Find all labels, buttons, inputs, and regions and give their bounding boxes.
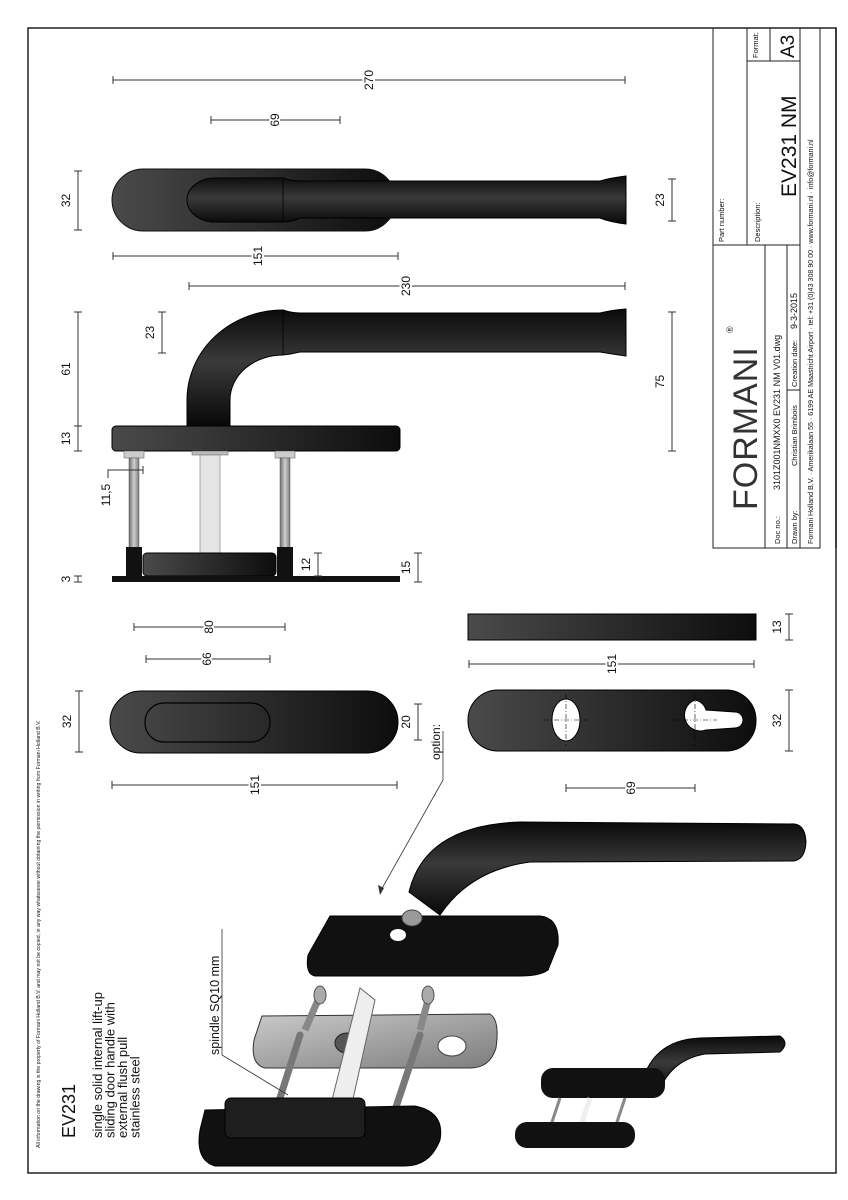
dimension-label: 32	[59, 194, 73, 208]
dimension-label: 151	[248, 775, 262, 795]
dimension-label: 66	[200, 652, 214, 666]
formani-logo: FORMANI	[727, 346, 765, 510]
description-label: Description:	[753, 202, 762, 242]
dimension-label: 23	[143, 326, 157, 340]
product-code: EV231	[59, 1084, 79, 1138]
company-footer: Formani Holland B.V. · Amerikalaan 55 · …	[807, 139, 815, 544]
description-value: EV231 NM	[778, 95, 801, 197]
format-value: A3	[778, 35, 799, 58]
dimension-leader	[107, 469, 124, 478]
product-description-line: sliding door handle with	[103, 1002, 118, 1138]
format-label: Format:	[751, 32, 760, 58]
product-description-line: single solid internal lift-up	[90, 992, 105, 1138]
part-number-label: Part number:	[717, 199, 726, 242]
creation-date-value: 9-3-2015	[789, 293, 799, 329]
dimension-label: 75	[653, 375, 667, 389]
creation-date-label: Creation date:	[790, 340, 799, 387]
option-label: option:	[429, 724, 443, 760]
dimension-label: 151	[605, 654, 619, 674]
drawn-by-value: Christian Brimbois	[790, 405, 799, 466]
dimension-label: 230	[399, 276, 413, 296]
exploded-3d-view	[198, 821, 807, 1167]
disclaimer-text: All information on the drawing is the pr…	[36, 720, 42, 1148]
dimension-label: 11,5	[99, 483, 113, 506]
sheet-border	[27, 27, 837, 1174]
doc-no-value: 3101Z001NMXX0 EV231 NM V01.dwg	[772, 335, 782, 490]
title-block	[712, 27, 837, 549]
arrow-icon	[378, 885, 384, 895]
dimension-label: 69	[268, 113, 282, 127]
dimension-label: 32	[60, 715, 74, 729]
dimension-label: 80	[202, 620, 216, 634]
spindle-leader	[221, 929, 289, 1096]
dimension-label: 270	[362, 70, 376, 90]
handle-side-view	[111, 308, 627, 582]
product-description-line: stainless steel	[128, 1056, 143, 1138]
dimension-label: 20	[399, 715, 413, 729]
doc-no-label: Doc no.:	[773, 516, 782, 544]
handle-top-view	[111, 168, 627, 232]
spindle-label: spindle SQ10 mm	[208, 956, 222, 1055]
flush-pull-front-view	[109, 690, 399, 754]
dimension-label: 23	[653, 193, 667, 207]
registered-mark: ®	[725, 326, 735, 333]
dimension-annotations: 270 69 151 230 80 66 151 151 69 32 23 23 61 13 75 3 12 15…	[57, 68, 793, 797]
product-description-line: external flush pull	[115, 1037, 130, 1138]
dimension-label: 69	[624, 781, 638, 795]
dimension-label: 12	[299, 558, 313, 572]
dimension-label: 13	[59, 432, 73, 446]
rose-back-view	[467, 689, 757, 752]
dimension-label: 3	[59, 575, 73, 582]
drawn-by-label: Drawn by:	[790, 510, 799, 544]
dimension-label: 32	[770, 714, 784, 728]
option-leader	[379, 731, 444, 893]
dimension-label: 151	[251, 246, 265, 266]
rose-side-view	[467, 613, 757, 641]
dimension-label: 15	[399, 561, 413, 575]
dimension-label: 13	[770, 620, 784, 634]
dimension-label: 61	[59, 362, 73, 376]
